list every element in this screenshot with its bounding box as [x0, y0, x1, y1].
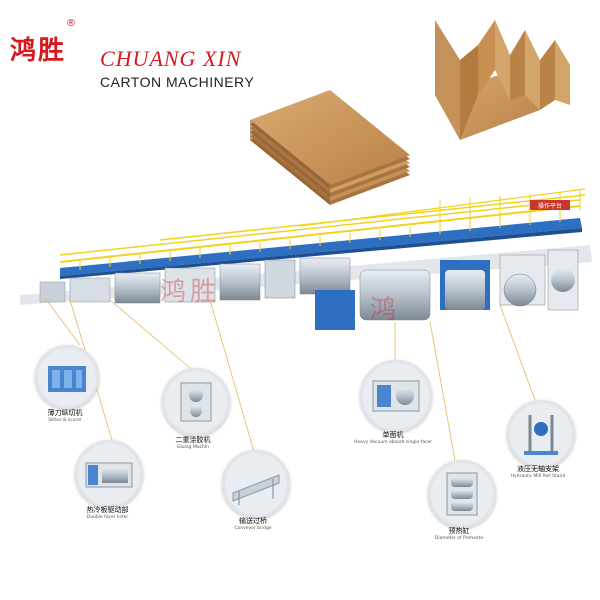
brand-logo-chinese: 鸿胜	[10, 36, 67, 66]
module-single-facer-label: 单面机 Heavy Vacuum absorb single facer	[353, 431, 433, 445]
production-line: 操作平台 鸿 胜 鸿	[20, 188, 592, 330]
module-mill-roll-stand-image	[507, 400, 575, 468]
watermark-char-1: 鸿	[160, 277, 186, 307]
brand-subtitle: CARTON MACHINERY	[100, 74, 255, 90]
watermark-char-2: 胜	[190, 277, 216, 307]
registered-mark: ®	[66, 18, 76, 29]
module-slitter-image	[35, 345, 99, 409]
callout-lines	[44, 297, 536, 461]
module-single-facer-image	[360, 360, 432, 432]
platform-sign: 操作平台	[538, 202, 562, 210]
watermark-char-3: 鸿	[370, 295, 396, 325]
module-double-facer-label: 热冷板驱动部 Double facer lister	[86, 506, 129, 520]
module-double-facer-image	[75, 440, 143, 508]
module-conveyor-bridge-image	[222, 450, 290, 518]
cardboard-sheet-stack	[249, 90, 410, 205]
module-mill-roll-stand-label: 液压无轴支架 Hydraulic Mill Roll Stand	[510, 465, 566, 479]
module-gluing-image	[162, 368, 230, 436]
module-conveyor-bridge-label: 输送过桥 Conveyor bridge	[234, 517, 272, 531]
module-gluing-label: 二重涂胶机 Gluing Machin	[175, 436, 211, 450]
brand-name: CHUANG XIN	[100, 46, 242, 71]
module-preheater-label: 预热缸 Diameter of Preheate	[434, 527, 484, 541]
module-preheater-image	[428, 460, 496, 528]
fanfold-cardboard	[435, 20, 570, 140]
module-slitter-label: 薄刀纵切机 Slitter & scorer	[47, 409, 83, 423]
